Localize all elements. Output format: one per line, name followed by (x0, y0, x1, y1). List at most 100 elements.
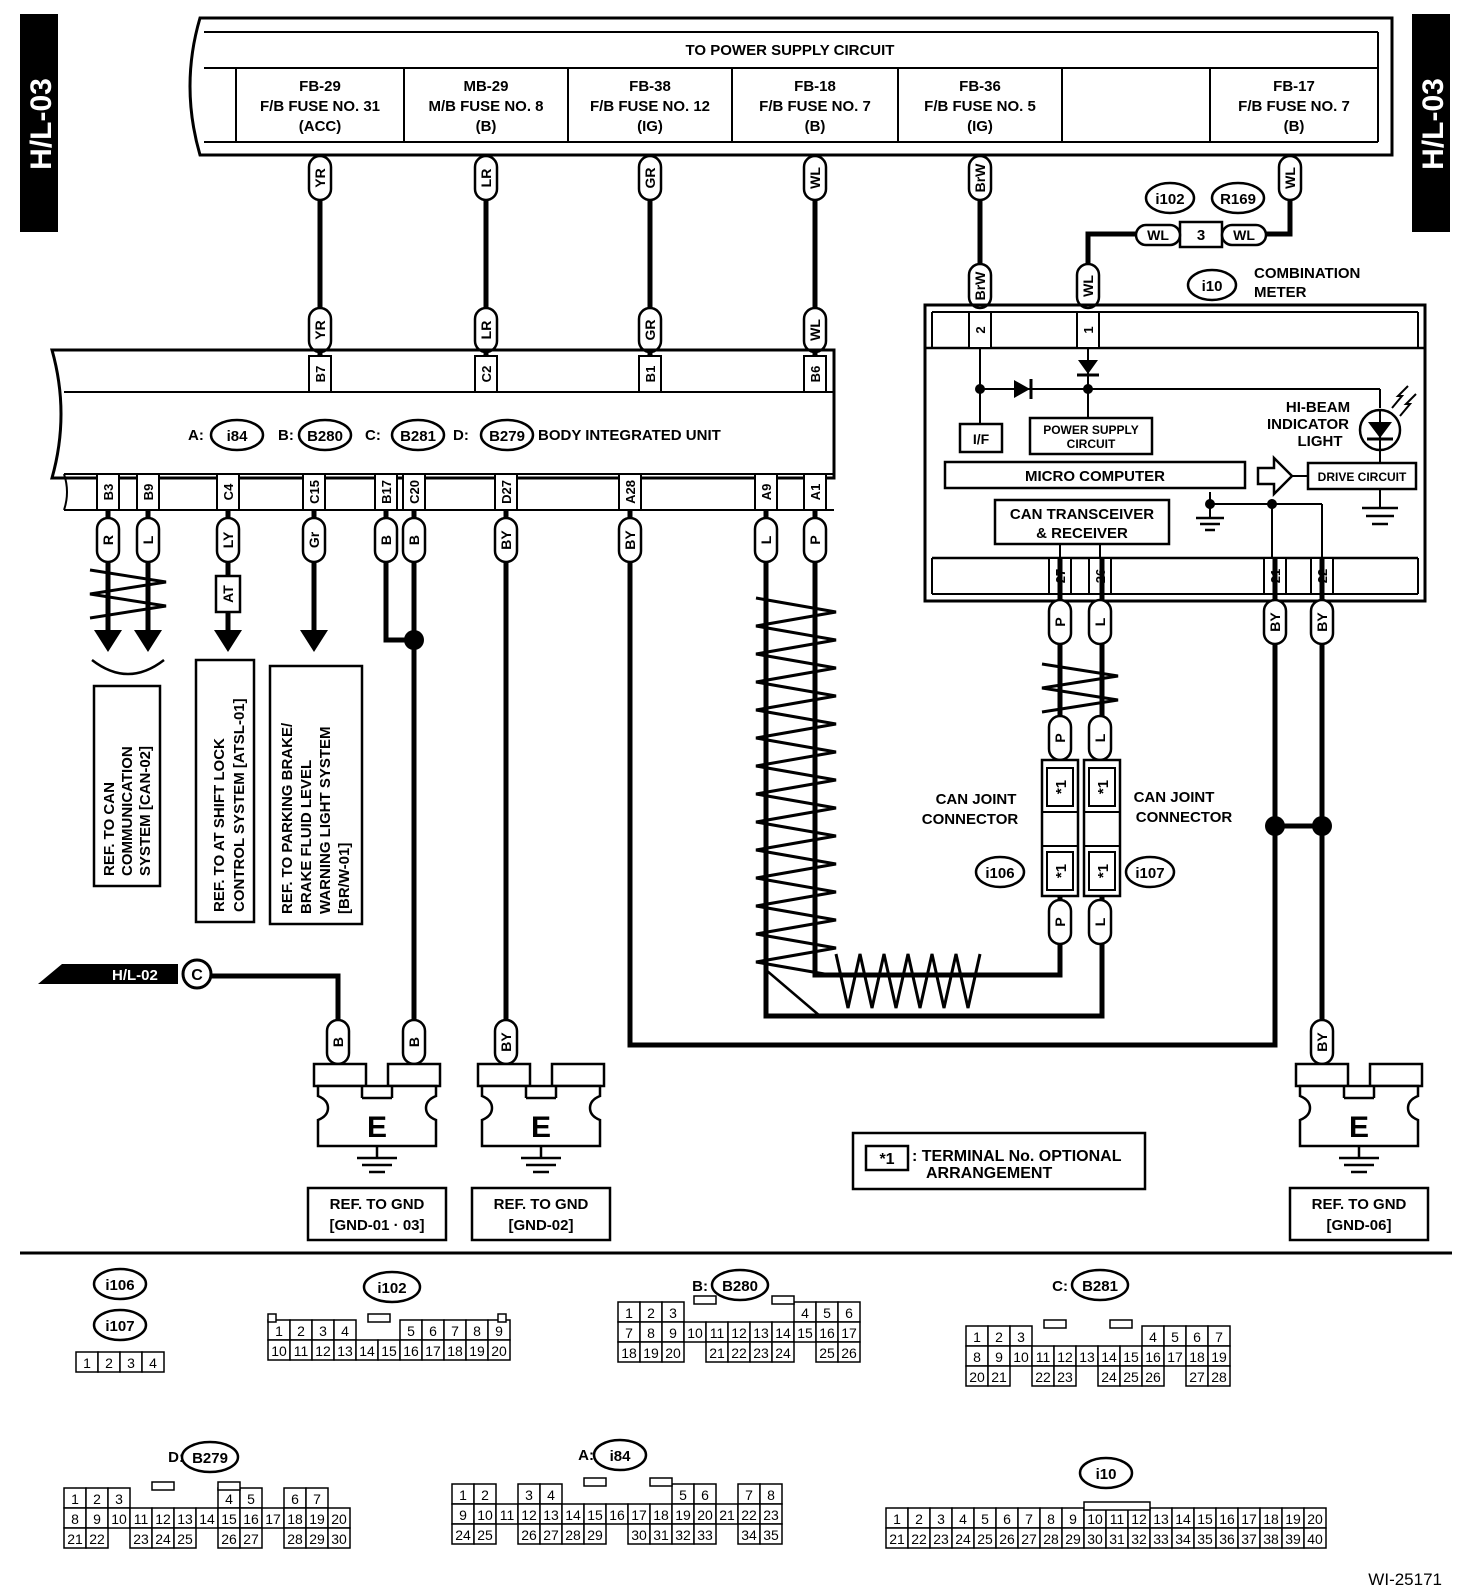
svg-text:31: 31 (1109, 1531, 1125, 1547)
svg-text:18: 18 (653, 1507, 669, 1523)
svg-text:B3: B3 (101, 484, 116, 501)
svg-text:6: 6 (291, 1491, 299, 1507)
svg-text:22: 22 (911, 1531, 927, 1547)
svg-text:A:: A: (188, 427, 204, 444)
svg-text:6: 6 (429, 1323, 437, 1339)
svg-text:15: 15 (221, 1511, 237, 1527)
svg-text:MB-29: MB-29 (463, 78, 508, 95)
svg-text:: TERMINAL No. OPTIONAL: : TERMINAL No. OPTIONAL (912, 1148, 1122, 1165)
svg-text:3: 3 (127, 1355, 135, 1371)
svg-text:(IG): (IG) (967, 118, 993, 135)
svg-text:4: 4 (801, 1305, 809, 1321)
svg-text:A9: A9 (759, 484, 774, 501)
lower-tag-3: Gr (301, 516, 327, 564)
power-supply-box: TO POWER SUPPLY CIRCUIT (188, 16, 1394, 157)
svg-text:1: 1 (71, 1491, 79, 1507)
svg-text:23: 23 (763, 1507, 779, 1523)
svg-text:B281: B281 (1082, 1278, 1118, 1295)
svg-text:10: 10 (477, 1507, 493, 1523)
svg-text:22: 22 (89, 1531, 105, 1547)
svg-text:INDICATOR: INDICATOR (1267, 416, 1349, 433)
svg-text:36: 36 (1219, 1531, 1235, 1547)
svg-text:C:: C: (1052, 1278, 1068, 1295)
at-connector-tag: AT (214, 574, 242, 614)
can-tag-2: P (1047, 898, 1073, 946)
biu-bottom-pin-A9: A9 (754, 473, 778, 511)
biu-bottom-pin-C15: C15 (302, 473, 326, 511)
biu-bottom-pin-C20: C20 (402, 473, 426, 511)
svg-text:B: B (406, 1037, 422, 1047)
svg-text:WL: WL (1147, 227, 1169, 243)
svg-text:BY: BY (1267, 612, 1283, 632)
svg-text:7: 7 (745, 1487, 753, 1503)
svg-text:WL: WL (807, 319, 823, 341)
terminal-note: *1 : TERMINAL No. OPTIONAL ARRANGEMENT (851, 1131, 1147, 1191)
ref-brw-box: REF. TO PARKING BRAKE/ BRAKE FLUID LEVEL… (268, 664, 364, 926)
svg-text:B:: B: (692, 1278, 708, 1295)
svg-text:H/L-03: H/L-03 (25, 78, 58, 170)
svg-text:20: 20 (969, 1369, 985, 1385)
svg-text:i10: i10 (1202, 278, 1223, 295)
svg-text:16: 16 (243, 1511, 259, 1527)
meter-in-tag-0: BrW (967, 262, 993, 310)
svg-text:F/B FUSE NO. 7: F/B FUSE NO. 7 (759, 98, 871, 115)
svg-text:20: 20 (697, 1507, 713, 1523)
top-tag-1: LR (473, 154, 499, 202)
meter-out-tag-0: P (1047, 598, 1073, 646)
biu-in-tag-3: WL (802, 306, 828, 354)
wire-junctions (404, 630, 1332, 836)
svg-text:L: L (140, 535, 156, 544)
svg-text:L: L (1092, 917, 1108, 926)
svg-text:REF. TO GND: REF. TO GND (494, 1196, 589, 1213)
can-joint-connector: *1 *1 *1 *1 CAN JOINT CONNECTOR CAN JOIN… (922, 758, 1232, 898)
joint-connector: i102 R169 3 WL WL (1134, 181, 1268, 249)
svg-text:BY: BY (498, 1032, 514, 1052)
svg-text:1: 1 (275, 1323, 283, 1339)
svg-text:24: 24 (155, 1531, 171, 1547)
fuse-2: FB-38F/B FUSE NO. 12(IG) (590, 78, 710, 135)
fuse-3: FB-18F/B FUSE NO. 7(B) (759, 78, 871, 135)
svg-text:18: 18 (287, 1511, 303, 1527)
svg-text:8: 8 (71, 1511, 79, 1527)
svg-text:22: 22 (741, 1507, 757, 1523)
svg-text:L: L (1092, 733, 1108, 742)
svg-text:i106: i106 (105, 1277, 134, 1294)
lower-tag-8: L (753, 516, 779, 564)
svg-text:21: 21 (67, 1531, 83, 1547)
svg-text:24: 24 (455, 1527, 471, 1543)
biu-top-pin-B6: B6 (803, 355, 827, 393)
svg-text:1: 1 (625, 1305, 633, 1321)
svg-text:FB-18: FB-18 (794, 78, 836, 95)
svg-text:1: 1 (893, 1511, 901, 1527)
svg-text:i102: i102 (1155, 191, 1184, 208)
svg-text:P: P (1052, 617, 1068, 626)
svg-text:8: 8 (1047, 1511, 1055, 1527)
fuse-6: FB-17F/B FUSE NO. 7(B) (1238, 78, 1350, 135)
svg-text:19: 19 (309, 1511, 325, 1527)
svg-text:GR: GR (642, 168, 658, 189)
lower-tag-5: B (401, 516, 427, 564)
svg-text:13: 13 (337, 1343, 353, 1359)
biu-bottom-pin-D27: D27 (494, 473, 518, 511)
svg-text:(B): (B) (1284, 118, 1305, 135)
svg-text:A:: A: (578, 1447, 594, 1464)
svg-text:(ACC): (ACC) (299, 118, 342, 135)
svg-text:26: 26 (999, 1531, 1015, 1547)
svg-text:A1: A1 (808, 484, 823, 501)
svg-text:38: 38 (1263, 1531, 1279, 1547)
svg-text:3: 3 (319, 1323, 327, 1339)
svg-text:6: 6 (1003, 1511, 1011, 1527)
svg-text:19: 19 (469, 1343, 485, 1359)
svg-text:23: 23 (753, 1345, 769, 1361)
wire-arrows (94, 630, 328, 652)
body-integrated-unit (50, 348, 836, 511)
svg-text:2: 2 (297, 1323, 305, 1339)
svg-text:WARNING LIGHT SYSTEM: WARNING LIGHT SYSTEM (317, 727, 334, 915)
svg-text:5: 5 (247, 1491, 255, 1507)
svg-text:B17: B17 (379, 480, 394, 504)
svg-text:11: 11 (710, 1325, 725, 1341)
svg-text:39: 39 (1285, 1531, 1301, 1547)
svg-text:12: 12 (315, 1343, 331, 1359)
